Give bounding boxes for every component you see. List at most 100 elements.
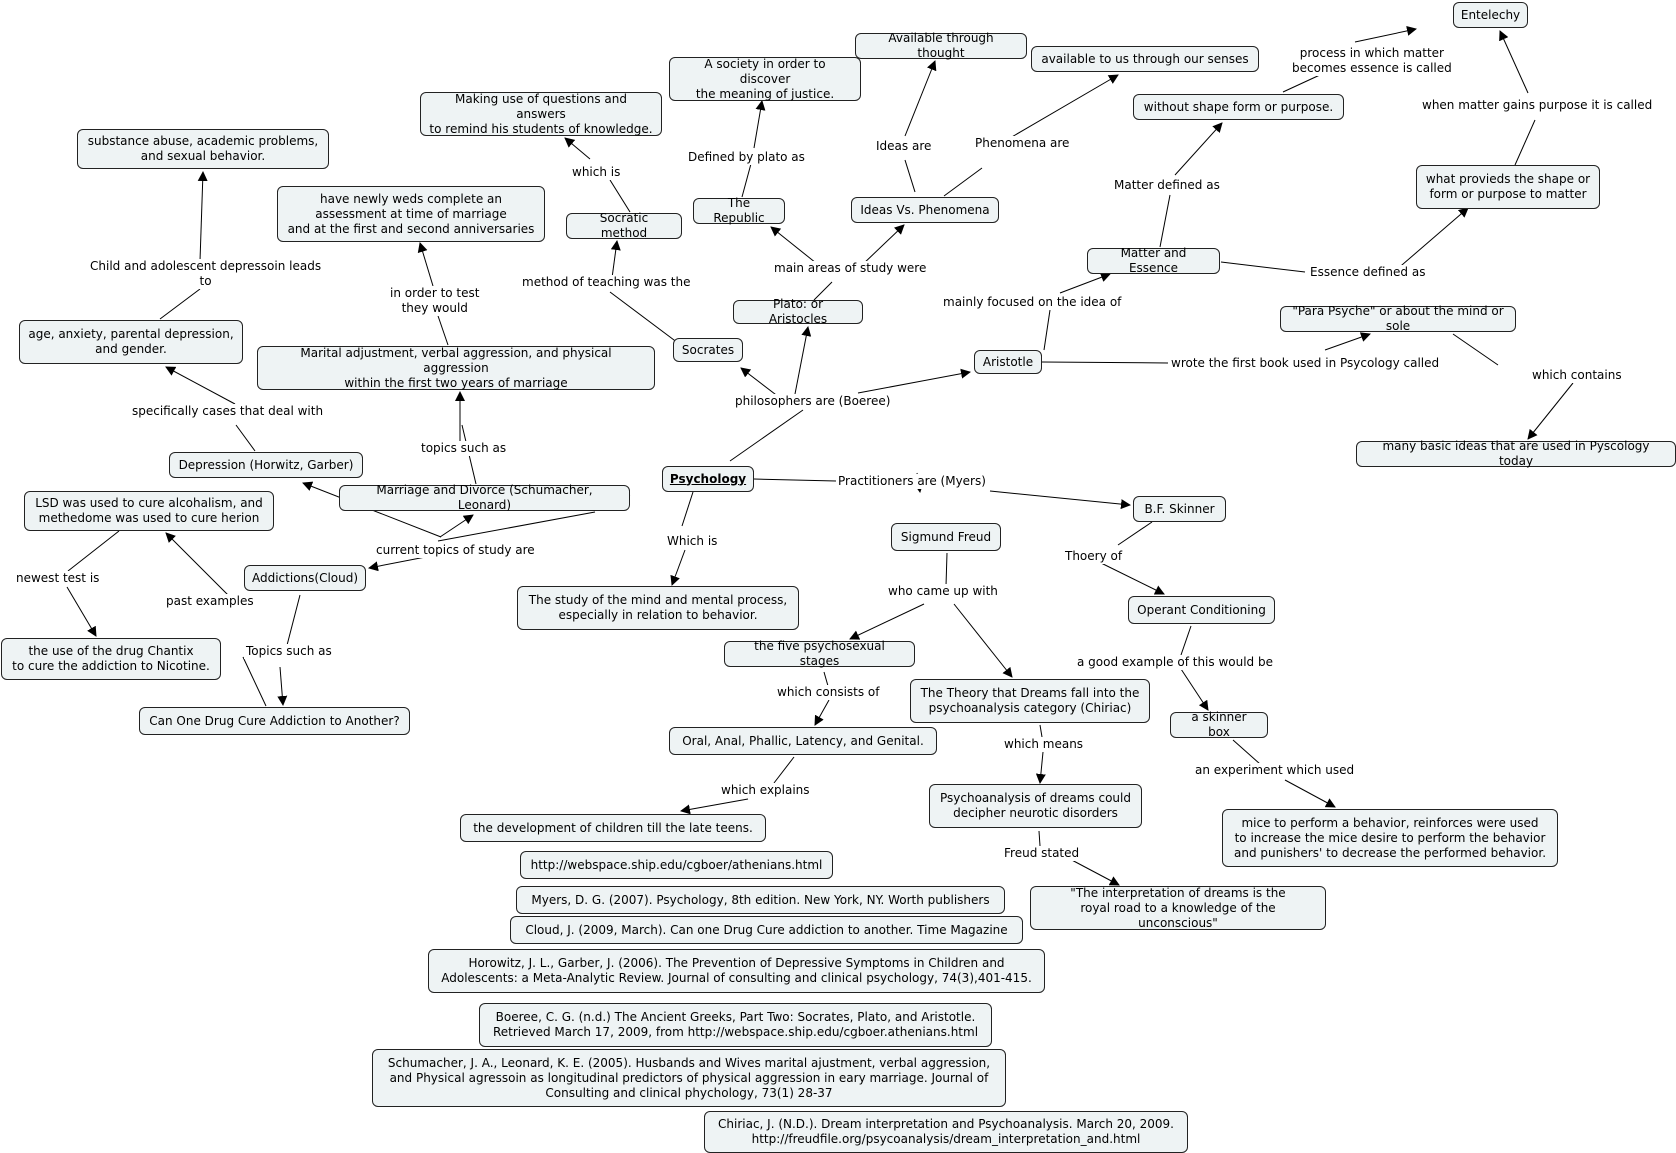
connector-line-67 [1096,560,1165,595]
wrote-first-label: wrote the first book used in Psycology c… [1169,356,1442,371]
reference-3[interactable]: Cloud, J. (2009, March). Can one Drug Cu… [510,916,1023,944]
connector-line-44 [417,242,434,287]
making-use-node[interactable]: Making use of questions and answers to r… [420,92,662,136]
past-examples-label: past examples [164,594,256,609]
connector-line-46 [165,366,236,405]
which-is-label-2: which is [570,165,623,180]
republic-node[interactable]: The Republic [693,196,785,225]
socratic-method-node[interactable]: Socratic method [566,211,682,240]
psychoanalysis-node[interactable]: Psychoanalysis of dreams could decipher … [929,784,1142,828]
newest-test-label: newest test is [14,571,102,586]
connector-line-12 [753,100,766,149]
specifically-label: specifically cases that deal with [130,404,326,419]
philosophers-label: philosophers are (Boeree) [733,394,893,409]
reference-1[interactable]: http://webspace.ship.edu/cgboer/athenian… [520,851,833,879]
connector-line-66 [1117,521,1153,546]
study-of-mind-node[interactable]: The study of the mind and mental process… [517,586,799,630]
skinner-box-node[interactable]: a skinner box [1170,710,1268,739]
mainly-focused-label: mainly focused on the idea of [941,295,1124,310]
oral-node[interactable]: Oral, Anal, Phallic, Latency, and Genita… [669,727,937,755]
mice-node[interactable]: mice to perform a behavior, reinforces w… [1222,809,1558,867]
connector-line-19 [1159,194,1171,248]
connector-line-64 [1038,830,1041,847]
skinner-node[interactable]: B.F. Skinner [1133,496,1226,522]
connector-line-47 [159,288,201,320]
connector-line-71 [1284,779,1336,808]
five-stages-node[interactable]: the five psychosexual stages [724,639,915,668]
process-label: process in which matter becomes essence … [1290,46,1454,76]
newlyweds-node[interactable]: have newly weds complete an assessment a… [277,186,545,242]
substance-node[interactable]: substance abuse, academic problems, and … [77,129,329,169]
connector-line-6 [609,179,631,213]
connector-line-59 [814,699,830,726]
connector-line-35 [670,549,686,586]
socrates-node[interactable]: Socrates [673,338,743,362]
connector-line-26 [1394,207,1469,272]
development-node[interactable]: the development of children till the lat… [460,814,766,842]
aristotle-node[interactable]: Aristotle [974,350,1042,374]
connector-line-50 [277,666,288,706]
marriage-node[interactable]: Marriage and Divorce (Schumacher, Leonar… [339,483,630,512]
lsd-node[interactable]: LSD was used to cure alcohalism, and met… [24,491,274,531]
matter-essence-node[interactable]: Matter and Essence [1087,246,1220,275]
connector-line-20 [1174,122,1223,176]
connector-line-49 [284,594,301,654]
connector-line-70 [1232,739,1261,765]
reference-6[interactable]: Schumacher, J. A., Leonard, K. E. (2005)… [372,1049,1006,1107]
connector-line-45 [235,424,256,452]
available-senses-node[interactable]: available to us through our senses [1031,46,1259,72]
reference-7[interactable]: Chiriac, J. (N.D.). Dream interpretation… [704,1111,1188,1153]
one-drug-node[interactable]: Can One Drug Cure Addiction to Another? [139,707,410,735]
psychology-node[interactable]: Psychology [662,466,754,492]
society-node[interactable]: A society in order to discover the meani… [669,57,861,101]
ideas-vs-phenomena-node[interactable]: Ideas Vs. Phenomena [851,197,999,223]
chantix-node[interactable]: the use of the drug Chantix to cure the … [1,638,221,680]
connector-line-58 [823,671,829,687]
method-label: method of teaching was the [520,275,693,290]
interpretation-node[interactable]: "The interpretation of dreams is the roy… [1030,886,1326,930]
reference-2[interactable]: Myers, D. G. (2007). Psychology, 8th edi… [516,886,1005,914]
connector-line-55 [945,552,948,587]
connector-line-31 [753,478,837,482]
depression-node[interactable]: Depression (Horwitz, Garber) [169,452,363,478]
connector-line-5 [610,240,621,279]
freud-node[interactable]: Sigmund Freud [891,523,1001,551]
what-provides-node[interactable]: what provieds the shape or form or purpo… [1416,165,1600,209]
good-example-label: a good example of this would be [1075,655,1275,670]
which-is-label: Which is [665,534,720,549]
connector-line-14 [904,60,937,137]
connector-line-52 [165,532,234,601]
plato-node[interactable]: Plato: or Aristocles [733,297,863,326]
dreams-theory-node[interactable]: The Theory that Dreams fall into the psy… [910,679,1150,723]
when-matter-label: when matter gains purpose it is called [1420,98,1655,113]
reference-4[interactable]: Horowitz, J. L., Garber, J. (2006). The … [428,949,1045,993]
many-basic-node[interactable]: many basic ideas that are used in Pyscol… [1356,439,1676,468]
connector-line-51 [242,656,267,707]
without-shape-node[interactable]: without shape form or purpose. [1133,94,1344,120]
connector-line-34 [681,491,694,527]
connector-line-27 [1041,361,1169,364]
connector-line-65 [1067,857,1120,886]
addictions-node[interactable]: Addictions(Cloud) [244,565,366,591]
connector-line-69 [1180,668,1209,711]
connector-line-1 [794,326,812,395]
which-contains-label: which contains [1530,368,1624,383]
reference-5[interactable]: Boeree, C. G. (n.d.) The Ancient Greeks,… [479,1003,992,1047]
marital-node[interactable]: Marital adjustment, verbal aggression, a… [257,346,655,390]
available-thought-node[interactable]: Available through thought [855,31,1027,60]
age-anxiety-node[interactable]: age, anxiety, parental depression, and g… [19,320,243,364]
para-psyche-node[interactable]: "Para Psyche" or about the mind or sole [1280,304,1516,333]
connector-line-24 [1499,30,1529,94]
entelechy-node[interactable]: Entelechy [1453,2,1528,28]
connector-line-38 [439,514,474,538]
connector-line-13 [904,159,916,193]
connector-line-3 [857,368,971,394]
connector-line-10 [860,224,905,267]
main-areas-label: main areas of study were [772,261,929,276]
essence-defined-label: Essence defined as [1308,265,1428,280]
connector-line-22 [1354,25,1417,43]
operant-node[interactable]: Operant Conditioning [1128,596,1275,624]
connector-line-17 [1043,309,1051,351]
